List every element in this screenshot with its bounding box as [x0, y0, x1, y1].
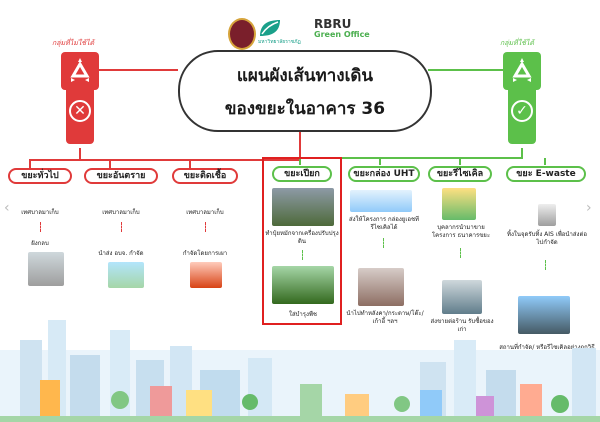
ewaste-result: สถานที่กำจัด/ หรือรีไซเคิลอย่างถูกวิธี [499, 344, 595, 351]
ewaste-bin-image [538, 204, 556, 226]
recycle-step1: บุคลากรนำมาขายโครงการ ธนาคารขยะ [431, 224, 491, 239]
right-bin [503, 52, 541, 90]
header-logos: มหาวิทยาลัยราชภัฏ RBRU Green Office [228, 18, 378, 52]
recycle-arrow [460, 248, 461, 258]
uht-step1: ส่งให้โครงการ กล่องยูเอชที รีไซเคิลได้ [348, 216, 420, 231]
recycle-icon [70, 58, 90, 82]
wet-waste-highlight [262, 157, 342, 325]
ewaste-arrow [545, 260, 546, 270]
university-seal-logo [228, 18, 256, 50]
right-panel-caption: กลุ่มที่ใช้ได้ [500, 39, 534, 47]
infectious-step1: เทศบาลมาเก็บ [186, 209, 224, 216]
wet-result: ใส่บำรุงพืช [289, 311, 317, 318]
recycle-bins-image [442, 188, 476, 220]
left-bin [61, 52, 99, 90]
uht-arrow [383, 238, 384, 248]
hazardous-facility-image [108, 262, 144, 288]
category-recycle-waste: ขยะรีไซเคิล [428, 166, 492, 182]
ewaste-step1: ทิ้งในจุดรับทิ้ง AIS เพื่อนำส่งต่อไปกำจั… [507, 231, 587, 246]
hazardous-step1: เทศบาลมาเก็บ [102, 209, 140, 216]
category-infectious-waste: ขยะติดเชื้อ [172, 168, 238, 184]
uht-furniture-image [358, 268, 404, 306]
category-hazardous-waste: ขยะอันตราย [84, 168, 158, 184]
leaf-logo: มหาวิทยาลัยราชภัฏ [258, 18, 306, 48]
infectious-result: กำจัดโดยการเผา [182, 250, 228, 257]
uht-project-image [350, 190, 412, 212]
landfill-image [28, 252, 64, 286]
title-box: แผนผังเส้นทางเดิน ของขยะในอาคาร 36 [178, 50, 432, 132]
prev-arrow-icon[interactable]: ‹ [4, 200, 10, 216]
title-line-2: ของขยะในอาคาร 36 [224, 99, 386, 119]
incinerator-image [190, 262, 222, 288]
category-uht-waste: ขยะกล่อง UHT [348, 166, 420, 182]
hazardous-result: นำส่ง อบจ. กำจัด [98, 250, 144, 257]
hazardous-arrow [121, 222, 122, 232]
city-background [0, 320, 600, 422]
category-ewaste: ขยะ E-waste [506, 166, 586, 182]
x-icon: ✕ [69, 100, 91, 122]
left-panel-caption: กลุ่มที่ไม่ใช้ได้ [52, 39, 95, 47]
infectious-arrow [205, 222, 206, 232]
general-result: ฝังกลบ [31, 240, 49, 247]
rbru-title: RBRU [314, 17, 352, 31]
junk-shop-image [442, 280, 482, 314]
leaf-logo-caption: มหาวิทยาลัยราชภัฏ [258, 39, 301, 45]
wet-arrow [302, 250, 303, 260]
recycle-result: ส่งขายต่อร้าน รับซื้อของเก่า [430, 318, 494, 333]
recycle-icon [512, 58, 532, 82]
compost-machine-image [272, 188, 334, 226]
general-arrow [40, 222, 41, 232]
next-arrow-icon[interactable]: › [586, 200, 592, 216]
garden-image [272, 266, 334, 304]
rbru-green-office-logo: RBRU Green Office [314, 18, 378, 48]
category-wet-waste: ขยะเปียก [272, 166, 332, 182]
general-step1: เทศบาลมาเก็บ [21, 209, 59, 216]
category-general-waste: ขยะทั่วไป [8, 168, 72, 184]
check-icon: ✓ [511, 100, 533, 122]
ewaste-disposal-image [518, 296, 570, 334]
uht-result: นำไปทำหลังคา/กระดาษ/โต๊ะ/เก้าอี้ ฯลฯ [346, 310, 424, 325]
title-line-1: แผนผังเส้นทางเดิน [236, 66, 374, 86]
rbru-subtitle: Green Office [314, 30, 370, 39]
wet-step1: ทำปุ๋ยหมักจากเครื่องปรับปรุงดิน [265, 230, 339, 245]
